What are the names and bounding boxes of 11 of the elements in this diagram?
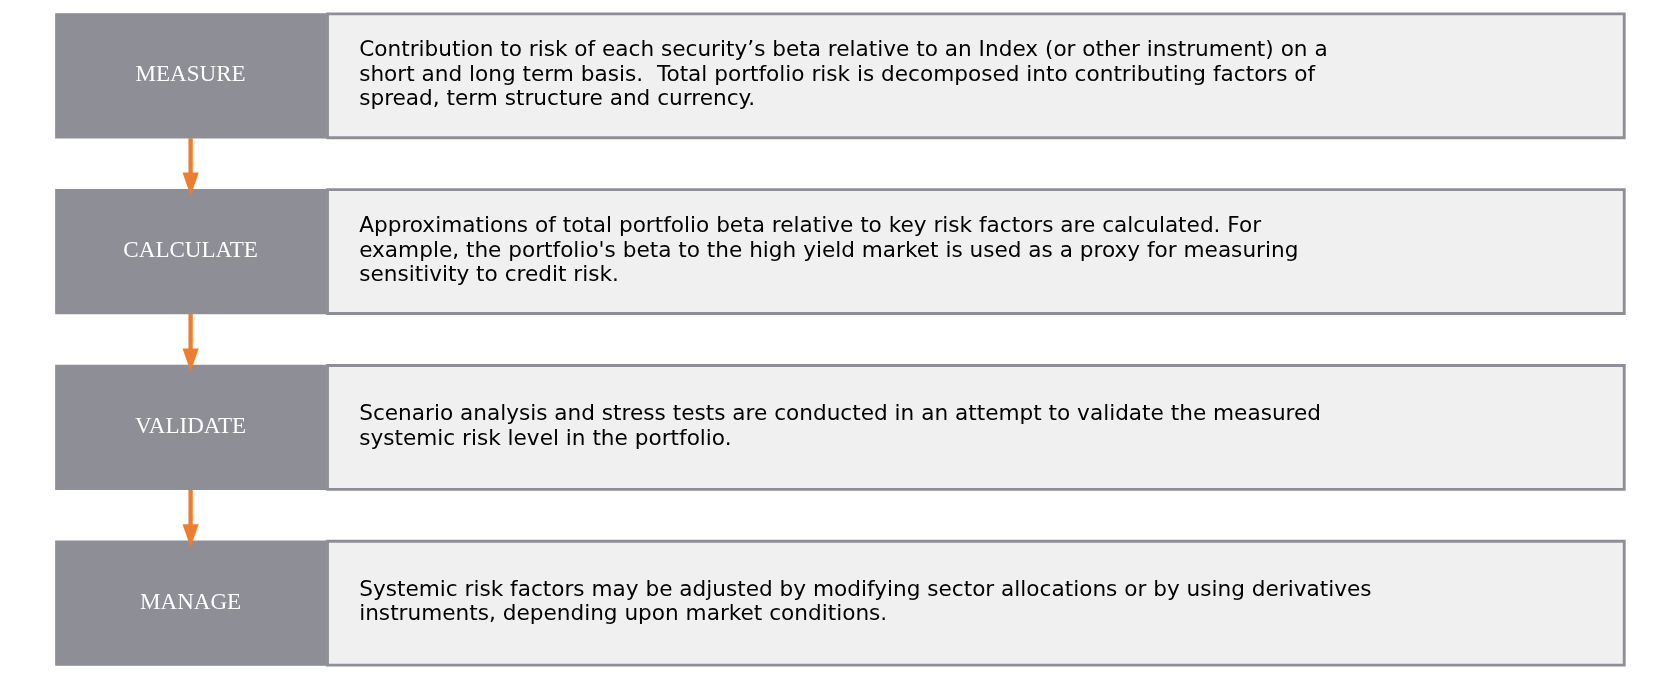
node-box: Approximations of total portfolio beta relative to key risk factors are calculated. For example, the portfolio's beta to the high yield market is used as a proxy for measuring sensitivity to credit risk.: [325, 188, 1626, 315]
arrow: [182, 138, 199, 196]
node-box: Contribution to risk of each security’s beta relative to an Index (or other instrument) on a short and long term basis. Total portfolio risk is decomposed into contributing factors of spread, term structure and currency.: [325, 12, 1626, 140]
node-box: MANAGE: [54, 540, 326, 666]
node-box: Scenario analysis and stress tests are conducted in an attempt to validate the measured systemic risk level in the portfolio.: [325, 364, 1626, 491]
arrow: [182, 489, 199, 548]
node-box: VALIDATE: [54, 364, 326, 491]
node-box: MEASURE: [54, 13, 326, 139]
arrow: [182, 314, 199, 372]
node-box: CALCULATE: [54, 188, 326, 315]
node-box: Systemic risk factors may be adjusted by modifying sector allocations or by using derivatives instruments, depending upon market conditions.: [325, 539, 1626, 667]
